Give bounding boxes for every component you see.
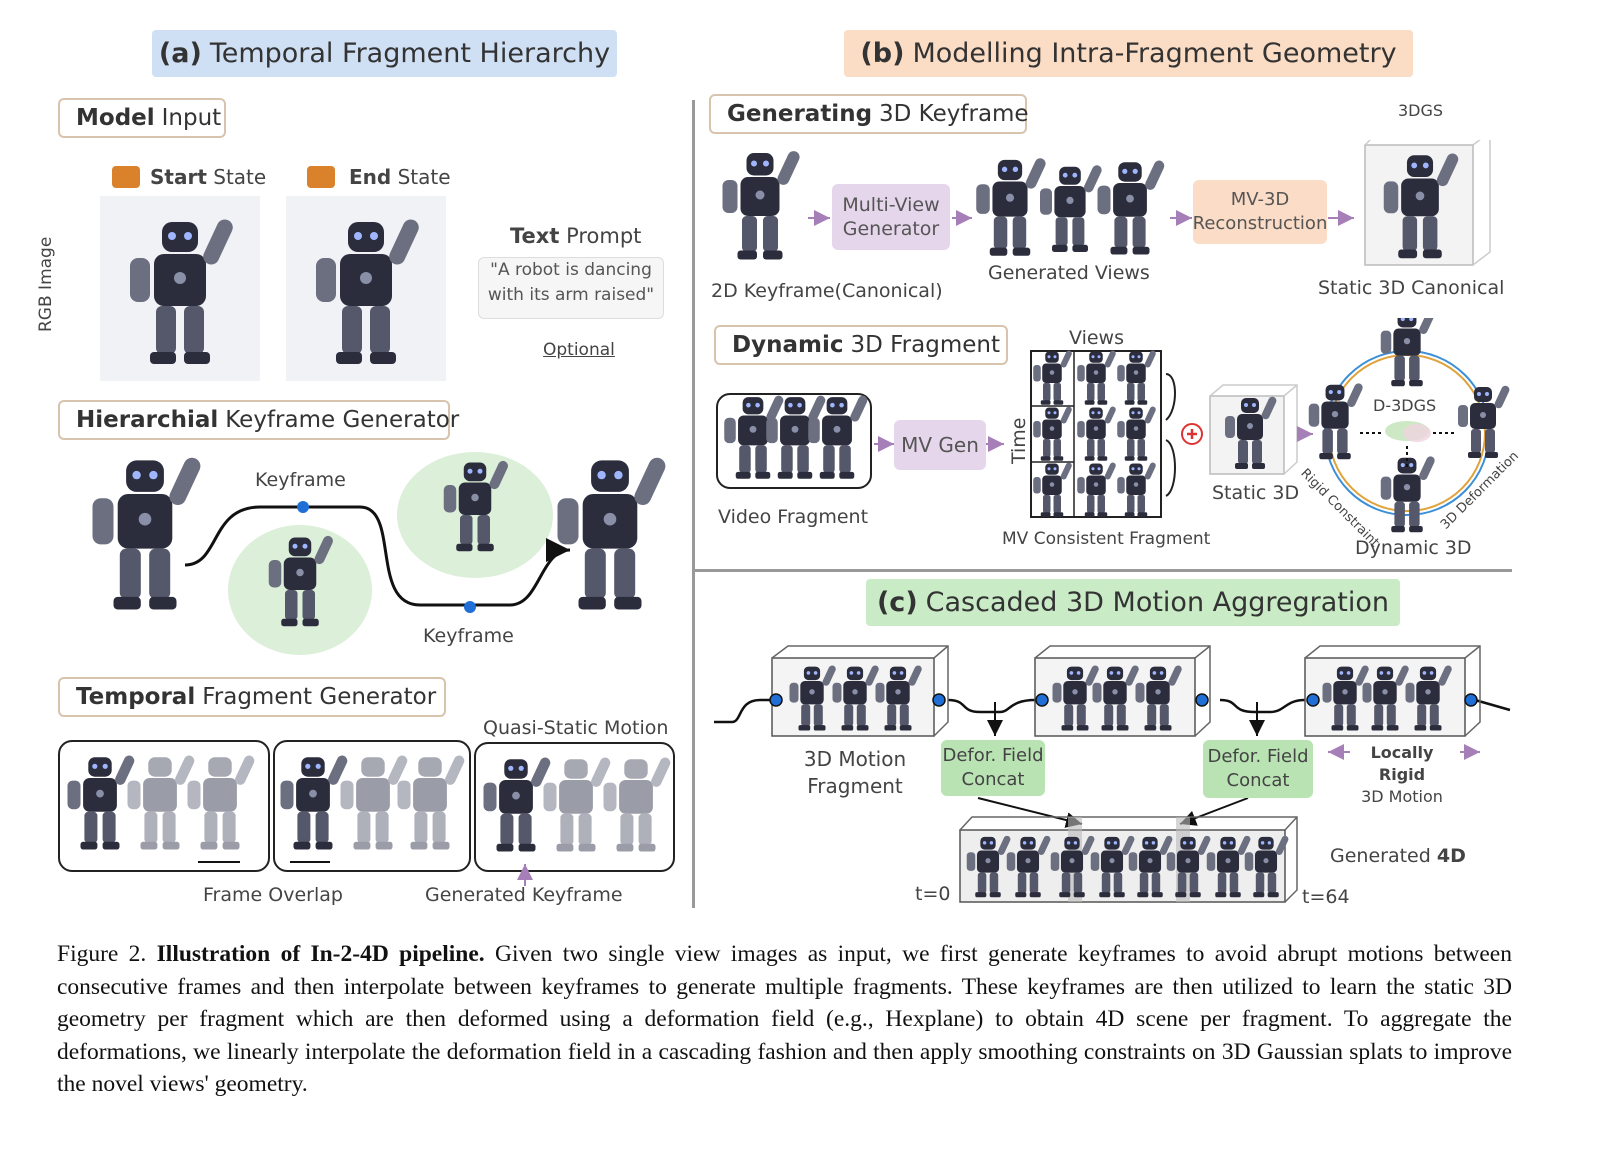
- dynamic-3d-label: Dynamic 3D: [1355, 537, 1472, 559]
- dynamic-arrows: [874, 436, 1004, 452]
- video-fragment-box: [716, 393, 872, 489]
- fragment-panel-2: [273, 740, 471, 872]
- 3dgs-label: 3DGS: [1398, 101, 1444, 120]
- start-state-label: Start State: [150, 165, 267, 189]
- static-3d-label: Static 3D: [1212, 482, 1300, 504]
- optional-label: Optional: [543, 340, 615, 360]
- caption-text: Given two single view images as input, w…: [57, 941, 1512, 1097]
- caption-label: Figure 2.: [57, 941, 147, 967]
- frame-overlap-label: Frame Overlap: [203, 884, 343, 906]
- t0-label: t=0: [915, 883, 951, 905]
- rgb-image-label: RGB Image: [36, 236, 56, 332]
- mv-gen-box: MV Gen: [894, 420, 986, 470]
- generating-3d-diagram: [722, 140, 1491, 266]
- mv-consistent-label: MV Consistent Fragment: [1002, 529, 1211, 549]
- views-label: Views: [1069, 327, 1124, 349]
- start-state-image: [100, 196, 260, 381]
- keyframe-top-label: Keyframe: [255, 469, 346, 491]
- text-prompt-box: "A robot is dancing with its arm raised": [478, 257, 664, 319]
- section-b-title: (b)Modelling Intra-Fragment Geometry: [844, 30, 1413, 77]
- generated-keyframe-arrow: [517, 864, 533, 886]
- quasi-static-label: Quasi-Static Motion: [483, 717, 669, 739]
- fragment-panel-3: [474, 742, 675, 872]
- generated-4d-label: Generated 4D: [1330, 845, 1466, 867]
- static-3d-cube: [1209, 384, 1313, 475]
- figure-caption: Figure 2. Illustration of In-2-4D pipeli…: [57, 938, 1512, 1101]
- generated-views-label: Generated Views: [988, 262, 1150, 284]
- camera-icon: [307, 166, 335, 188]
- end-state-image: [286, 196, 446, 381]
- d3dgs-label: D-3DGS: [1373, 396, 1437, 415]
- video-fragment-label: Video Fragment: [718, 506, 869, 528]
- section-c-title: (c)Cascaded 3D Motion Aggregration: [866, 579, 1400, 626]
- 2d-keyframe-label: 2D Keyframe(Canonical): [711, 280, 943, 302]
- cascaded-aggregation-diagram: [714, 645, 1511, 903]
- section-a-title: (a)Temporal Fragment Hierarchy: [152, 30, 617, 77]
- keyframe-generator-diagram: [92, 452, 669, 655]
- text-prompt-label: Text Prompt: [510, 224, 642, 248]
- fragment-panel-1: [58, 740, 270, 872]
- caption-bold: Illustration of In-2-4D pipeline.: [156, 941, 485, 967]
- end-state-label: End State: [349, 165, 451, 189]
- t64-label: t=64: [1302, 886, 1350, 908]
- dynamic-3d-ring: [1308, 318, 1510, 533]
- horizontal-divider: [695, 569, 1512, 572]
- time-label: Time: [1008, 417, 1030, 465]
- vertical-divider: [692, 100, 695, 908]
- static-canonical-label: Static 3D Canonical: [1318, 277, 1505, 299]
- generated-keyframe-label: Generated Keyframe: [425, 884, 623, 906]
- camera-icon: [112, 166, 140, 188]
- mv-grid: [1030, 350, 1176, 518]
- keyframe-bottom-label: Keyframe: [423, 625, 514, 647]
- plus-icon: [1181, 423, 1203, 445]
